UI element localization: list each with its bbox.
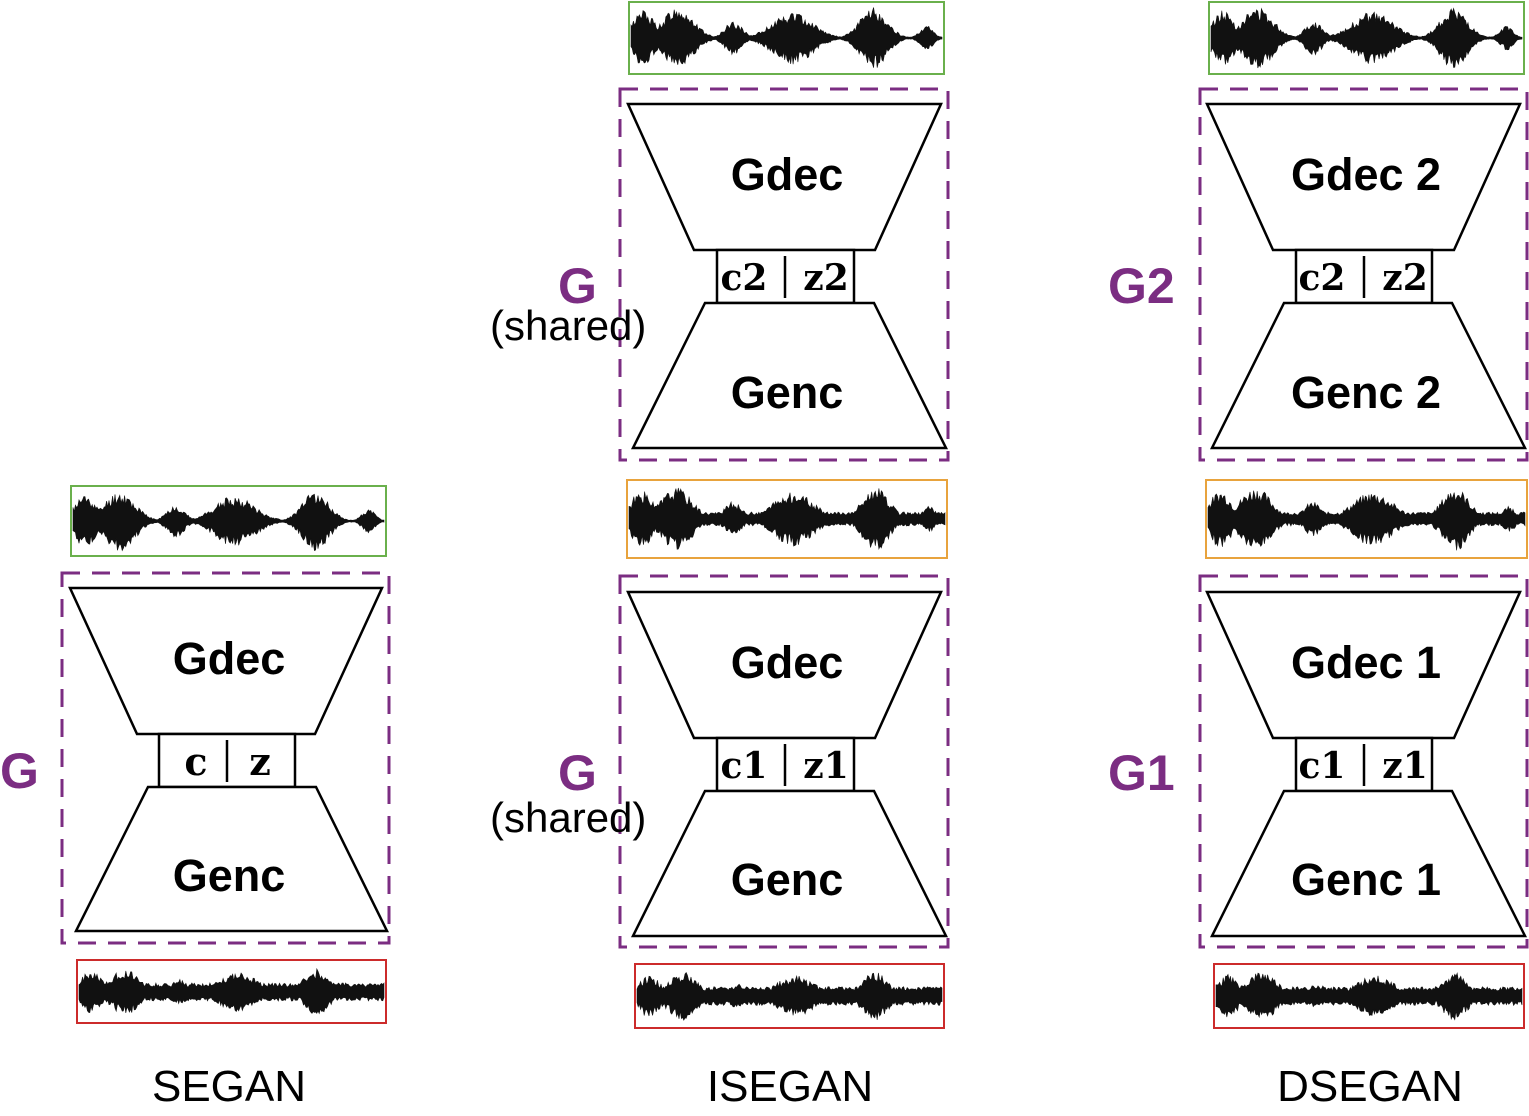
decoder-label: Gdec (731, 149, 844, 200)
latent-z: z (249, 739, 271, 784)
encoder-label: Genc 1 (1291, 854, 1441, 905)
generator-label: G (558, 745, 597, 801)
decoder-trapezoid (626, 102, 943, 252)
latent-c: c1 (721, 745, 768, 787)
column-isegan: Gdec c2 z2 Genc G (shared) Gdec c1 z1 Ge… (490, 1, 950, 1111)
column-segan: Gdec c z Genc G SEGAN (0, 485, 391, 1111)
encoder-trapezoid (1209, 301, 1528, 450)
latent-c: c2 (1299, 257, 1346, 299)
latent-c: c2 (721, 257, 768, 299)
shared-label: (shared) (490, 794, 646, 841)
caption-isegan: ISEGAN (707, 1062, 873, 1111)
noisy-waveform (636, 972, 943, 1021)
encoder-label: Genc (731, 854, 844, 905)
noisy-waveform-box (1213, 963, 1525, 1029)
decoder-trapezoid (1205, 590, 1522, 740)
generator-border (60, 571, 391, 945)
clean-waveform-box (1208, 1, 1525, 75)
intermediate-waveform-box (626, 479, 948, 559)
decoder-label: Gdec 2 (1291, 149, 1441, 200)
encoder-label: Genc (731, 367, 844, 418)
clean-waveform-box (628, 1, 945, 75)
generator-label: G (0, 743, 39, 799)
column-dsegan: Gdec 2 c2 z2 Genc 2 G2 Gdec 1 c1 z1 Genc… (1108, 1, 1529, 1111)
noisy-waveform-box (634, 963, 945, 1029)
noisy-waveform (1215, 972, 1523, 1021)
clean-waveform (630, 7, 943, 68)
encoder-label: Genc (173, 850, 286, 901)
noisy-waveform-box (76, 959, 387, 1024)
decoder-trapezoid (68, 586, 384, 736)
generator-g: Gdec c z Genc (60, 571, 391, 945)
generator-label: G2 (1108, 258, 1175, 314)
generator-border (618, 87, 950, 462)
clean-waveform-box (70, 485, 387, 557)
decoder-label: Gdec (731, 637, 844, 688)
latent-z: z2 (1382, 257, 1428, 299)
generator-g-lower: Gdec c1 z1 Genc (618, 574, 950, 949)
decoder-trapezoid (626, 590, 943, 740)
latent-c: c1 (1299, 745, 1346, 787)
caption-segan: SEGAN (152, 1062, 306, 1111)
noisy-waveform (78, 967, 385, 1015)
generator-border (1198, 87, 1529, 462)
intermediate-waveform-box (1205, 479, 1528, 559)
generator-label: G1 (1108, 745, 1175, 801)
generator-g2: Gdec 2 c2 z2 Genc 2 (1198, 87, 1529, 462)
intermediate-waveform (1207, 490, 1526, 551)
encoder-label: Genc 2 (1291, 367, 1441, 418)
generator-border (618, 574, 950, 949)
latent-z: z1 (803, 745, 849, 787)
generator-label: G (558, 258, 597, 314)
latent-z: z2 (803, 257, 849, 299)
clean-waveform (72, 493, 385, 552)
intermediate-waveform (628, 487, 946, 550)
decoder-trapezoid (1205, 102, 1522, 252)
generator-g1: Gdec 1 c1 z1 Genc 1 (1198, 574, 1529, 949)
shared-label: (shared) (490, 302, 646, 349)
encoder-trapezoid (630, 301, 949, 450)
decoder-label: Gdec (173, 633, 286, 684)
generator-border (1198, 574, 1529, 949)
encoder-trapezoid (73, 785, 390, 933)
latent-z: z1 (1382, 745, 1428, 787)
encoder-trapezoid (630, 789, 949, 938)
clean-waveform (1210, 7, 1523, 69)
decoder-label: Gdec 1 (1291, 637, 1441, 688)
caption-dsegan: DSEGAN (1277, 1062, 1463, 1111)
generator-g-upper: Gdec c2 z2 Genc (618, 87, 950, 462)
encoder-trapezoid (1209, 789, 1528, 938)
latent-c: c (184, 739, 207, 784)
